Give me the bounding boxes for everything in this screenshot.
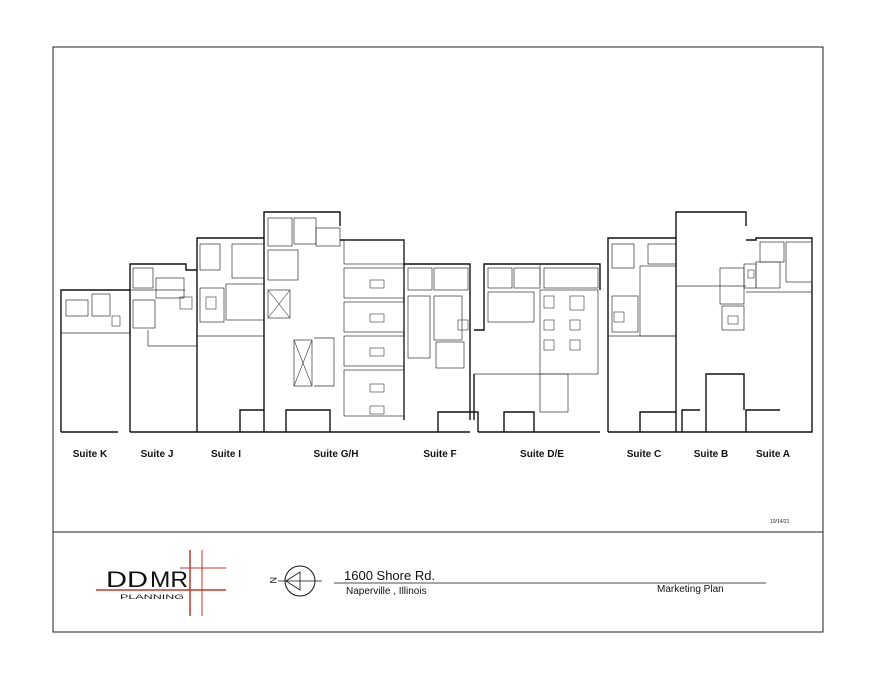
suite-label: Suite A — [756, 449, 790, 460]
suite-label: Suite F — [423, 449, 456, 460]
suite-a-plan — [743, 237, 813, 433]
suite-c-plan — [607, 237, 677, 433]
suite-label: Suite J — [141, 449, 174, 460]
plan-type: Marketing Plan — [657, 584, 724, 595]
suite-b-plan — [675, 211, 747, 433]
suite-label: Suite C — [627, 449, 661, 460]
plan-date: 10/14/21 — [770, 519, 790, 525]
logo-left-text: DD — [106, 567, 148, 592]
address-line2: Naperville , Illinois — [346, 586, 427, 597]
suite-j-plan — [129, 263, 197, 433]
suite-labels: Suite K Suite J Suite I Suite G/H Suite … — [73, 449, 790, 460]
suite-f-plan — [404, 263, 479, 433]
suite-i-plan — [196, 237, 265, 433]
suite-de-plan — [473, 263, 601, 433]
logo-sub-text: PLANNING — [120, 595, 185, 601]
north-label: N — [268, 577, 278, 584]
title-block-border — [52, 531, 824, 633]
suite-label: Suite D/E — [520, 449, 564, 460]
north-arrow-pointer — [285, 571, 301, 591]
suite-label: Suite G/H — [313, 449, 358, 460]
ddmr-logo: DD MR PLANNING — [96, 550, 226, 616]
suite-label: Suite B — [694, 449, 728, 460]
suite-label: Suite I — [211, 449, 241, 460]
suite-label: Suite K — [73, 449, 108, 460]
north-arrow: N — [268, 565, 322, 597]
logo-right-text: MR — [150, 567, 188, 592]
building-floor-plan — [60, 211, 813, 433]
address-line1: 1600 Shore Rd. — [344, 568, 435, 583]
suite-gh-plan — [263, 211, 405, 433]
suite-k-plan — [60, 289, 130, 433]
